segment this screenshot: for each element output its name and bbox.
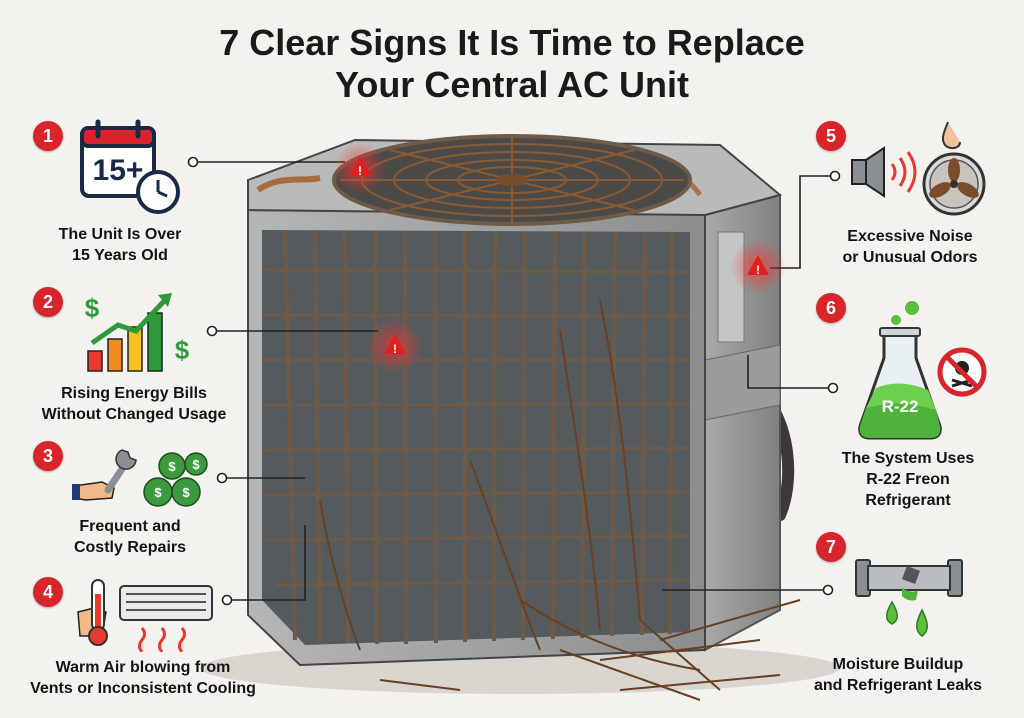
svg-text:$: $ (192, 457, 200, 472)
svg-text:$: $ (175, 335, 190, 365)
warning-marker-top: ! (334, 142, 386, 194)
grill-bars-horizontal (261, 268, 691, 587)
leaking-pipe-icon (852, 550, 972, 645)
calendar-clock-icon: 15+ (78, 118, 186, 218)
title-line-1: 7 Clear Signs It Is Time to Replace (219, 22, 805, 63)
sign-6-caption: The System Uses R-22 Freon Refrigerant (841, 450, 975, 509)
rising-bills-chart-icon: $ $ (78, 285, 198, 375)
warning-marker-side: ! (730, 239, 786, 295)
title-line-2: Your Central AC Unit (334, 64, 689, 105)
sign-4-badge: 4 (33, 577, 63, 607)
svg-text:!: ! (358, 164, 362, 178)
svg-text:$: $ (154, 485, 162, 500)
sign-3-badge: 3 (33, 441, 63, 471)
sign-3-caption: Frequent and Costly Repairs (73, 518, 187, 556)
flask-label: R-22 (882, 397, 919, 416)
sign-2-badge: 2 (33, 287, 63, 317)
sign-2-caption: Rising Energy Bills Without Changed Usag… (41, 385, 227, 423)
svg-text:$: $ (182, 485, 190, 500)
debris-pine-needles (319, 299, 801, 701)
svg-text:!: ! (393, 342, 397, 356)
calendar-text: 15+ (93, 154, 144, 187)
grill-bars-vertical (283, 229, 674, 645)
sign-7-caption: Moisture Buildup and Refrigerant Leaks (813, 656, 983, 694)
warning-marker-front: ! (367, 318, 423, 374)
sign-5-caption: Excessive Noise or Unusual Odors (842, 228, 978, 266)
sign-1-badge: 1 (33, 121, 63, 151)
connector-lines (193, 161, 835, 601)
noise-odor-icon (848, 118, 988, 218)
r22-flask-icon: R-22 (854, 298, 989, 446)
svg-text:$: $ (85, 293, 100, 323)
wrench-money-bags-icon: $ $ $ $ (72, 442, 212, 512)
page-title: 7 Clear Signs It Is Time to Replace Your… (0, 22, 1024, 106)
connector-dots (187, 156, 841, 606)
thermometer-vent-icon (72, 574, 222, 653)
sign-6-badge: 6 (816, 293, 846, 323)
sign-5-badge: 5 (816, 121, 846, 151)
sign-7-badge: 7 (816, 532, 846, 562)
sign-4-caption: Warm Air blowing from Vents or Inconsist… (30, 659, 256, 697)
sign-1-caption: The Unit Is Over 15 Years Old (58, 226, 182, 264)
svg-text:!: ! (756, 263, 760, 277)
svg-text:$: $ (168, 459, 176, 474)
